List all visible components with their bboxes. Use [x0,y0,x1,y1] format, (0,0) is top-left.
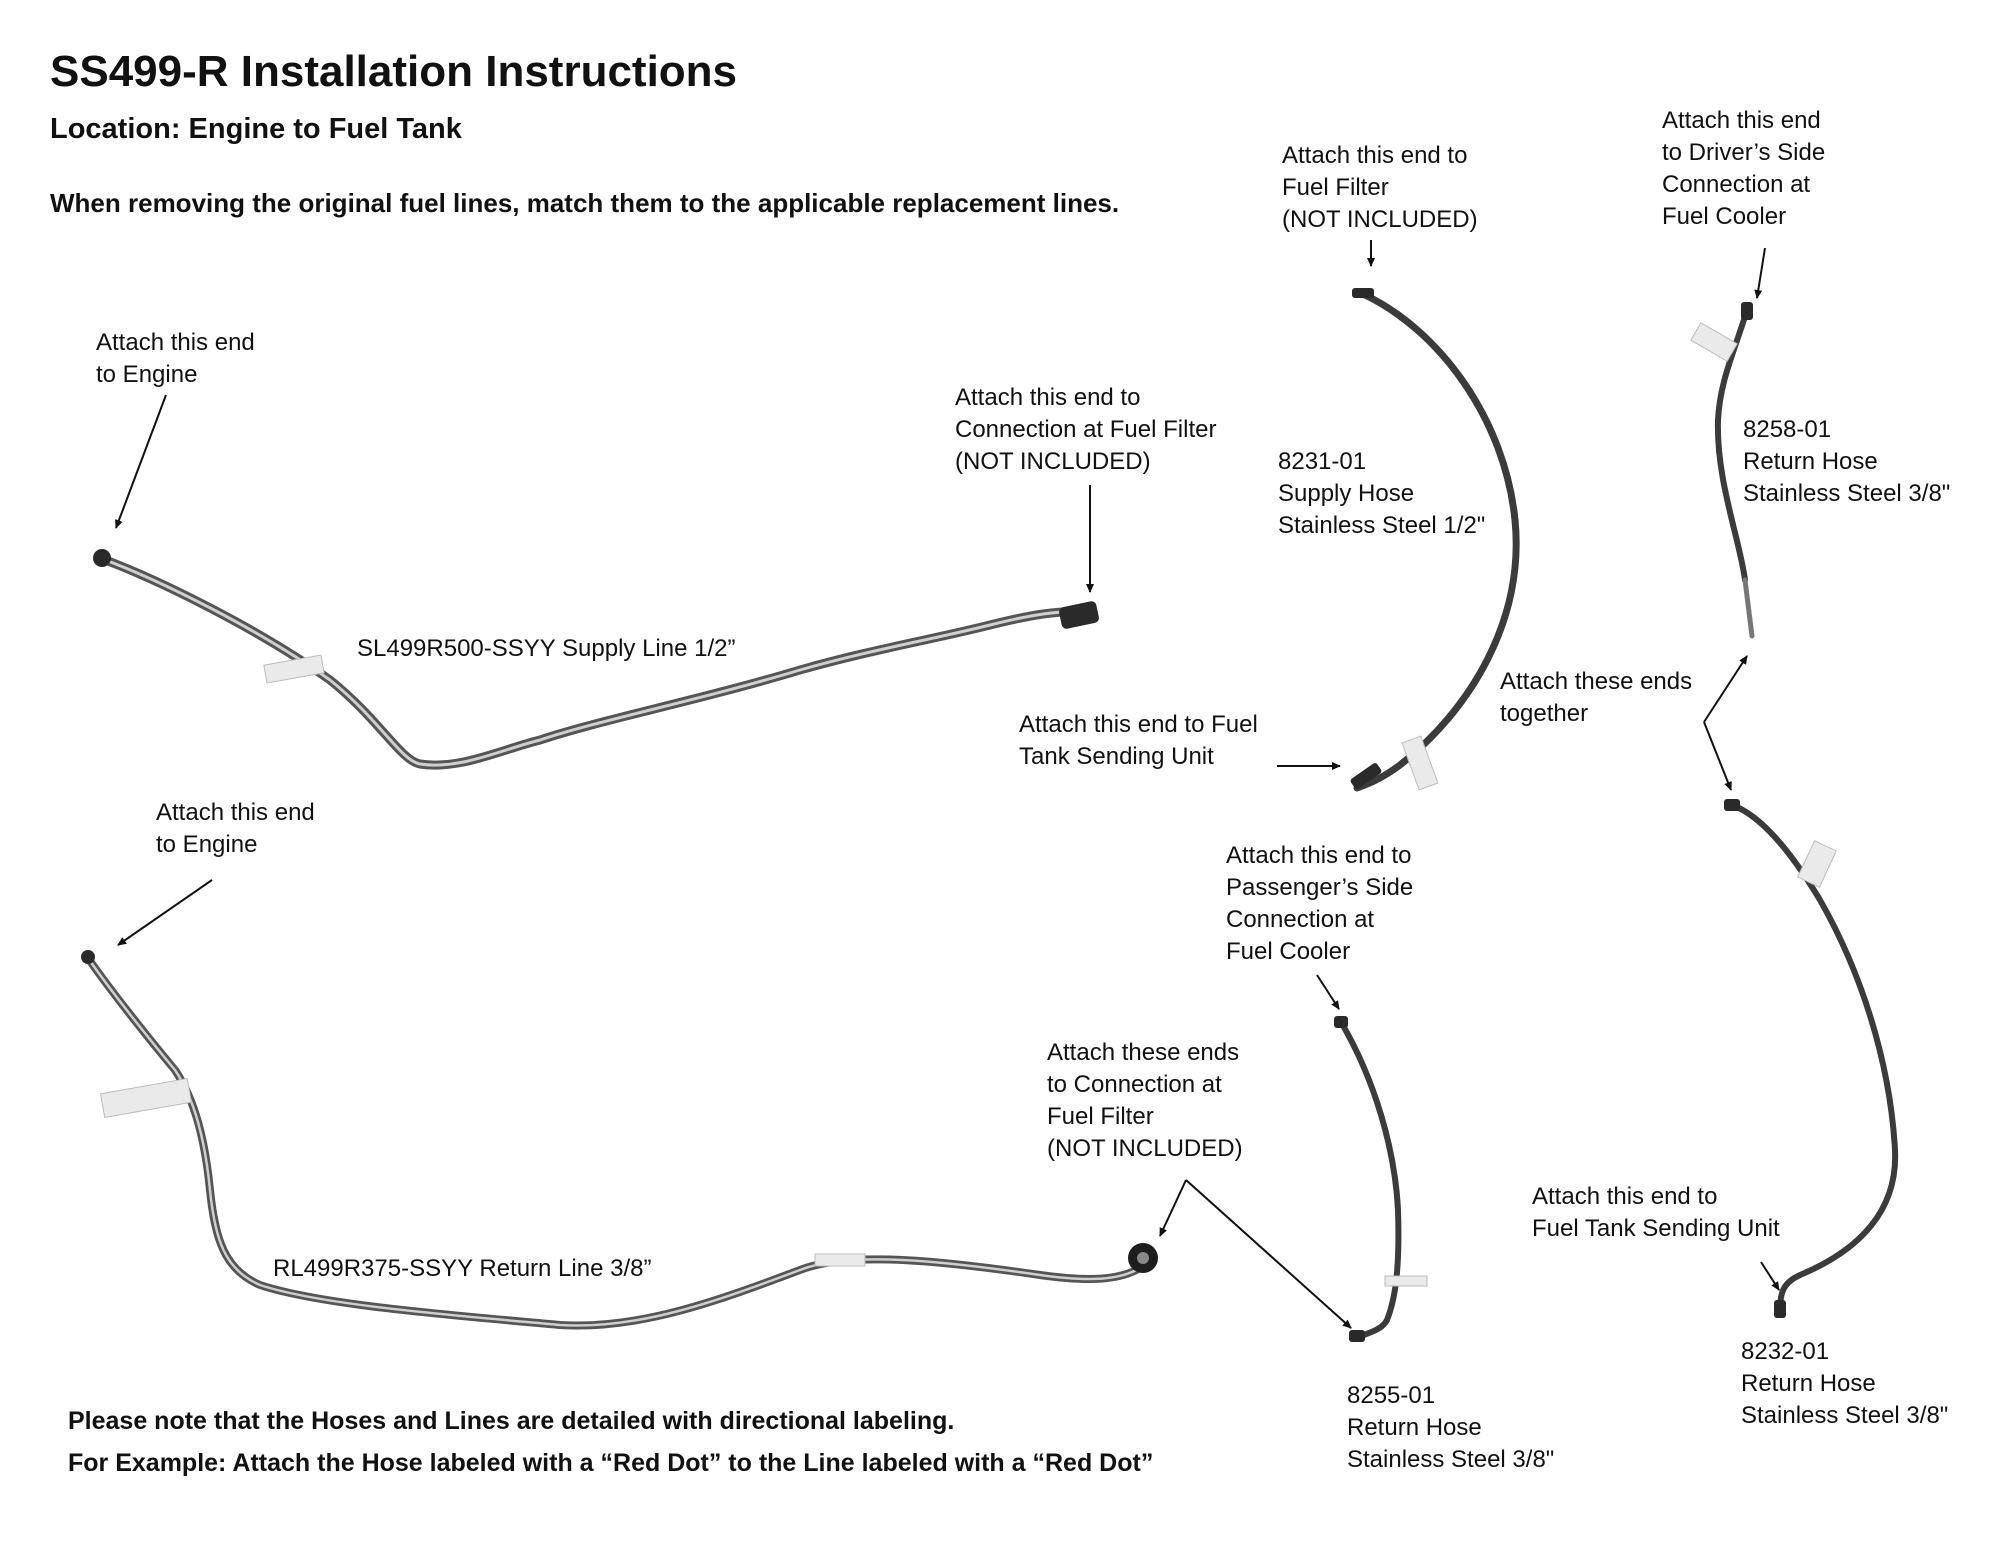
arrow-hose8232-bottom [1760,1261,1780,1291]
note-red-dot-example: For Example: Attach the Hose labeled wit… [68,1449,1154,1477]
hose-8255-label-tag [1384,1275,1428,1287]
hose-8231-part-label: 8231-01 Supply Hose Stainless Steel 1/2" [1278,446,1485,542]
part-type: Return Hose [1347,1414,1482,1441]
return-line-filter-fitting-bore [1137,1252,1149,1264]
supply-line-part-label: SL499R500-SSYY Supply Line 1/2” [357,635,736,662]
hose-8258-top-fitting [1741,302,1753,320]
part-material: Stainless Steel 3/8" [1741,1402,1949,1429]
supply-line-label-tag [263,654,325,684]
note-directional-labeling: Please note that the Hoses and Lines are… [68,1407,955,1435]
arrow-together-down [1703,721,1732,791]
hose-8232-tube [1729,802,1899,1313]
hose-8255-bottom-fitting [1349,1330,1365,1342]
arrow-supply-engine [115,394,167,529]
part-type: Return Hose [1743,448,1878,475]
arrow-hose8258-top [1754,247,1766,299]
callout-hose8231-bottom: Attach this end to Fuel Tank Sending Uni… [1019,711,1258,770]
intro-instruction: When removing the original fuel lines, m… [50,188,1120,218]
hose-8231-bottom-fitting [1350,763,1382,789]
page-subtitle: Location: Engine to Fuel Tank [50,113,462,145]
hose-8232-part-label: 8232-01 Return Hose Stainless Steel 3/8" [1741,1336,1948,1432]
arrow-together-up [1703,655,1748,723]
part-material: Stainless Steel 3/8" [1743,480,1951,507]
part-number: 8231-01 [1278,448,1367,475]
part-type: Return Hose [1741,1370,1876,1397]
arrow-return-filter-b [1185,1179,1352,1329]
callout-supply-filter: Attach this end to Connection at Fuel Fi… [955,384,1217,475]
callout-together: Attach these ends together [1500,668,1693,727]
supply-line-filter-fitting [1059,601,1099,629]
page-title: SS499-R Installation Instructions [50,47,738,96]
callout-hose8258-top: Attach this end to Driver’s Side Connect… [1662,107,1826,230]
hose-8255-part-label: 8255-01 Return Hose Stainless Steel 3/8" [1347,1380,1554,1476]
callout-hose8231-top: Attach this end to Fuel Filter (NOT INCL… [1282,142,1478,233]
hose-8231-top-fitting [1352,288,1374,298]
hose-8232-label-tag [1797,840,1837,888]
hose-8258-label-tag [1690,322,1738,362]
return-line-part-label: RL499R375-SSYY Return Line 3/8” [273,1255,652,1282]
part-number: 8258-01 [1743,416,1832,443]
hose-8255-top-fitting [1334,1016,1348,1028]
callout-supply-engine: Attach this end to Engine [96,329,255,388]
hose-8255-tube [1338,1019,1402,1341]
return-line-engine-fitting [81,950,95,964]
callout-hose8255-top: Attach this end to Passenger’s Side Conn… [1226,842,1414,965]
part-type: Supply Hose [1278,480,1415,507]
callout-hose8232-bottom: Attach this end to Fuel Tank Sending Uni… [1532,1183,1780,1242]
arrow-return-filter-a [1159,1179,1187,1237]
hose-8231-tube [1353,290,1520,792]
part-material: Stainless Steel 1/2" [1278,512,1486,539]
supply-line-engine-fitting [93,549,111,567]
part-number: 8255-01 [1347,1382,1436,1409]
return-line-label-tag-2 [814,1253,866,1267]
arrow-hose8255-top [1316,974,1340,1010]
hose-8258-part-label: 8258-01 Return Hose Stainless Steel 3/8" [1743,414,1950,510]
return-line-label-tag [100,1077,192,1119]
part-number: 8232-01 [1741,1338,1830,1365]
callout-return-filter: Attach these ends to Connection at Fuel … [1047,1039,1243,1162]
callout-return-engine: Attach this end to Engine [156,799,315,858]
part-material: Stainless Steel 3/8" [1347,1446,1555,1473]
hose-8231-label-tag [1401,735,1439,791]
arrow-return-engine [117,879,213,946]
hose-8232-bottom-fitting [1774,1300,1786,1318]
hose-8232-top-fitting [1724,799,1740,811]
